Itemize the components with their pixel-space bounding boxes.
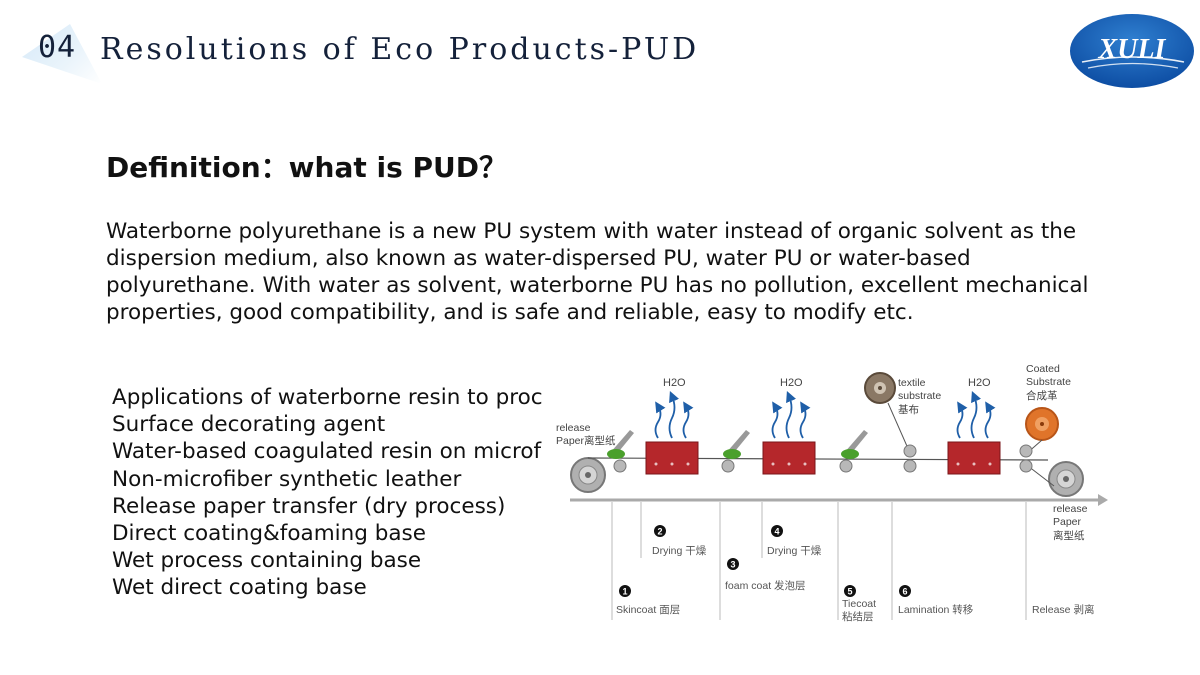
step-number-badge xyxy=(727,558,739,570)
pu-process-diagram: H2O H2O H2O release Paper离型纸 textile sub… xyxy=(556,363,1108,623)
step-label: foam coat 发泡层 xyxy=(725,579,806,592)
definition-body: Waterborne polyurethane is a new PU syst… xyxy=(106,219,1089,325)
step-number-badge xyxy=(654,525,666,537)
textile-substrate-label: textile xyxy=(898,377,926,389)
coated-substrate-label: 合成革 xyxy=(1026,389,1058,402)
list-item: Applications of waterborne resin to proc xyxy=(112,385,543,410)
h2o-label: H2O xyxy=(663,377,686,389)
textile-substrate-label: 基布 xyxy=(898,403,919,416)
release-paper-out-label: release xyxy=(1053,503,1088,515)
svg-text:1: 1 xyxy=(622,587,627,597)
svg-text:2: 2 xyxy=(657,527,662,537)
logo-text: XULI xyxy=(1098,34,1167,65)
list-item: Surface decorating agent xyxy=(112,412,386,438)
list-item: Water-based coagulated resin on microf xyxy=(112,439,542,465)
step-label: Drying 干燥 xyxy=(652,545,707,557)
drying-oven-2 xyxy=(762,441,816,475)
step-label: Release 剥离 xyxy=(1032,603,1094,616)
svg-text:3: 3 xyxy=(730,560,735,570)
step-number-badge xyxy=(844,585,856,597)
list-item: Direct coating&foaming base xyxy=(112,520,426,546)
list-item: Non-microfiber synthetic leather xyxy=(112,466,462,492)
release-paper-out-label: Paper xyxy=(1053,516,1082,528)
drying-oven-1 xyxy=(645,441,699,475)
applications-list: Applications of waterborne resin to proc… xyxy=(112,384,544,602)
release-paper-out-label: 离型纸 xyxy=(1053,529,1085,542)
step-label: Skincoat 面层 xyxy=(616,604,680,616)
coated-substrate-label: Coated xyxy=(1026,363,1060,375)
section-number: 04 xyxy=(38,30,77,65)
coating-blade-1 xyxy=(610,430,634,455)
guide-roller xyxy=(903,444,917,458)
drying-oven-3 xyxy=(947,441,1001,475)
step-number-badge xyxy=(771,525,783,537)
step-label: Drying 干燥 xyxy=(767,545,822,557)
guide-roller xyxy=(721,459,735,473)
step-number-badge xyxy=(619,585,631,597)
release-paper-in-label: Paper离型纸 xyxy=(556,434,616,447)
coating-blade-3 xyxy=(844,430,868,455)
list-item: Wet process containing base xyxy=(112,548,422,574)
guide-roller xyxy=(903,459,917,473)
release-paper-in-label: release xyxy=(556,422,591,434)
h2o-label: H2O xyxy=(780,377,803,389)
list-item: Release paper transfer (dry process) xyxy=(112,493,506,519)
coated-substrate-label: Substrate xyxy=(1026,376,1071,388)
guide-roller xyxy=(613,459,627,473)
xuli-logo: XULI xyxy=(1070,14,1194,88)
svg-text:4: 4 xyxy=(774,527,779,537)
textile-substrate-label: substrate xyxy=(898,390,941,402)
step-label: Lamination 转移 xyxy=(898,603,974,616)
guide-roller xyxy=(1019,459,1033,473)
definition-heading: Definition：what is PUD？ xyxy=(106,151,508,184)
step-label: 粘结层 xyxy=(842,610,874,623)
list-item: Wet direct coating base xyxy=(112,575,367,601)
step-number-badge xyxy=(899,585,911,597)
svg-text:6: 6 xyxy=(902,587,907,597)
guide-roller xyxy=(1019,444,1033,458)
guide-roller xyxy=(839,459,853,473)
step-label: Tiecoat xyxy=(842,598,876,610)
h2o-label: H2O xyxy=(968,377,991,389)
svg-text:5: 5 xyxy=(847,587,852,597)
coating-blade-2 xyxy=(726,430,750,455)
section-title: Resolutions of Eco Products-PUD xyxy=(100,32,700,67)
